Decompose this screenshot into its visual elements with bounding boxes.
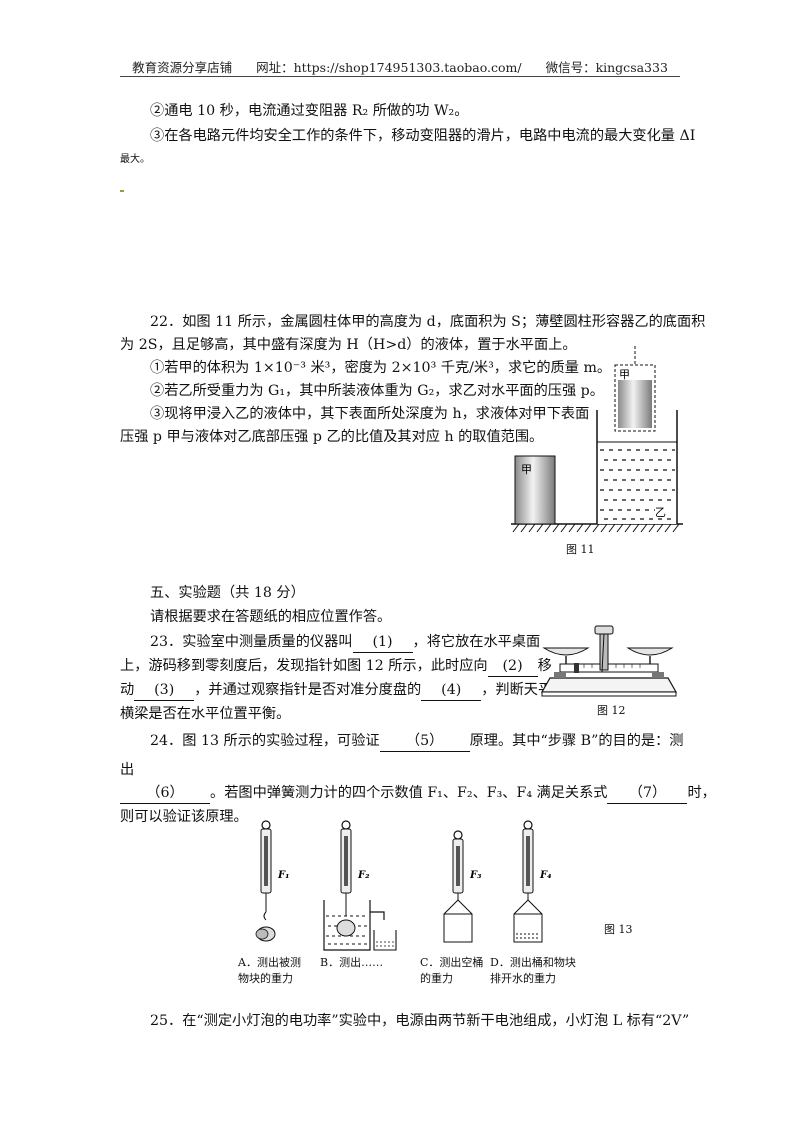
q22-line6: 压强 p 甲与液体对乙底部压强 p 乙的比值及其对应 h 的取值范围。 <box>120 429 544 445</box>
label-f4: F₄ <box>539 870 551 881</box>
ground-hatch <box>512 523 680 533</box>
label-jia: 甲 <box>521 463 532 476</box>
container-yi <box>596 410 678 524</box>
q24-line1: 24．图 13 所示的实验过程，可验证（5）原理。其中“步骤 B”的目的是：测 <box>150 731 683 752</box>
q23-line3: 动(3)，并通过观察指针是否对准分度盘的(4)，判断天平 <box>120 680 552 701</box>
figure-13-caption-b: B．测出…… <box>320 956 384 969</box>
q24-text1a: 24．图 13 所示的实验过程，可验证 <box>150 733 380 749</box>
cylinder-jia <box>514 455 556 525</box>
figure-13: F₁ F₂ F₃ <box>255 820 551 951</box>
caption-d-line2: 排开水的重力 <box>490 972 556 985</box>
right-screw <box>652 672 664 678</box>
overflow-cup <box>323 900 371 951</box>
q24-line2: （6）。若图中弹簧测力计的四个示数值 F₁、F₂、F₃、F₄ 满足关系式（7）时… <box>120 783 716 804</box>
q22-line5: ③现将甲浸入乙的液体中，其下表面所处深度为 h，求液体对甲下表面 <box>150 406 590 422</box>
caption-a-line1: A．测出被测 <box>238 956 301 969</box>
label-f2: F₂ <box>357 870 370 881</box>
small-beaker <box>373 930 397 951</box>
stray-mark <box>120 190 124 192</box>
balance-top <box>594 625 614 635</box>
q21-item3-cont: 最大。 <box>120 154 150 165</box>
q23-text2a: 上，游码移到零刻度后，发现指针如图 12 所示，此时应向 <box>120 658 488 674</box>
spring-scale-c <box>443 830 473 943</box>
liquid-dashes <box>600 449 675 520</box>
q22-line3: ①若甲的体积为 1×10⁻³ 米³，密度为 2×10³ 千克/米³，求它的质量 … <box>150 360 612 376</box>
q24-text2c: 时， <box>687 785 716 801</box>
label-f1: F₁ <box>277 870 289 881</box>
q24-text2b: 。若图中弹簧测力计的四个示数值 F₁、F₂、F₃、F₄ 满足关系式 <box>210 785 608 801</box>
q23-text3b: ，并通过观察指针是否对准分度盘的 <box>194 682 422 698</box>
q21-item2: ②通电 10 秒，电流通过变阻器 R₂ 所做的功 W₂。 <box>150 103 469 119</box>
q23-text2b: 移 <box>537 658 552 674</box>
q22-line1: 22．如图 11 所示，金属圆柱体甲的高度为 d，底面积为 S；薄壁圆柱形容器乙… <box>150 314 706 330</box>
caption-d-line1: D．测出桶和物块 <box>490 956 576 969</box>
figure-11: 甲 乙 甲 <box>511 346 683 533</box>
q23-text1a: 23．实验室中测量质量的仪器叫 <box>150 634 353 650</box>
blank-3: (3) <box>134 680 195 701</box>
balance-base <box>540 677 678 693</box>
q23-line2: 上，游码移到零刻度后，发现指针如图 12 所示，此时应向(2)移 <box>120 656 552 677</box>
label-f3: F₃ <box>469 870 482 881</box>
page-header: 教育资源分享店铺 网址：https://shop174951303.taobao… <box>0 57 800 76</box>
left-screw <box>554 672 566 678</box>
q23-text3a: 动 <box>120 682 135 698</box>
cylinder-jia-suspended <box>618 380 652 428</box>
blank-2: (2) <box>487 656 538 677</box>
header-rule <box>120 76 680 77</box>
balance-pointer <box>601 633 605 673</box>
blank-7: （7） <box>607 783 688 804</box>
q24-line3: 则可以验证该原理。 <box>120 809 248 825</box>
section5-title: 五、实验题（共 18 分） <box>150 585 305 601</box>
caption-a-line2: 物块的重力 <box>238 972 293 985</box>
rider <box>574 663 579 673</box>
figure-12 <box>540 625 678 697</box>
right-pan <box>626 647 674 656</box>
caption-c-line1: C．测出空桶 <box>420 956 484 969</box>
q25-line1: 25．在“测定小灯泡的电功率”实验中，电源由两节新干电池组成，小灯泡 L 标有“… <box>150 1013 690 1029</box>
blank-6: （6） <box>120 783 210 804</box>
blank-1: (1) <box>352 632 413 653</box>
left-pan <box>542 647 590 656</box>
label-jia-suspended: 甲 <box>619 368 630 381</box>
q24-text1b: 原理。其中“步骤 B”的目的是：测 <box>469 733 684 749</box>
label-yi: 乙 <box>655 506 666 519</box>
balance-beam <box>559 663 659 673</box>
q23-text3c: ，判断天平 <box>481 682 553 698</box>
q23-line4: 横梁是否在水平位置平衡。 <box>120 706 291 722</box>
q23-text1b: ，将它放在水平桌面 <box>412 634 541 650</box>
figure-13-caption-a: A．测出被测 物块的重力 <box>238 955 301 987</box>
balance-foot <box>541 691 677 697</box>
bucket-with-water <box>513 913 543 943</box>
figure-13-caption: 图 13 <box>604 923 633 936</box>
caption-c-line2: 的重力 <box>420 972 453 985</box>
q24-line2a: 出 <box>120 762 135 778</box>
liquid <box>597 445 677 524</box>
figure-13-caption-c: C．测出空桶 的重力 <box>420 955 483 987</box>
section5-instruction: 请根据要求在答题纸的相应位置作答。 <box>150 609 392 625</box>
empty-bucket <box>443 913 473 943</box>
blank-4: (4) <box>421 680 482 701</box>
blank-5: （5） <box>379 731 470 752</box>
q22-line2: 为 2S，且足够高，其中盛有深度为 H（H>d）的液体，置于水平面上。 <box>120 337 577 353</box>
figure-13-caption-d: D．测出桶和物块 排开水的重力 <box>490 955 576 987</box>
q23-line1: 23．实验室中测量质量的仪器叫(1)，将它放在水平桌面 <box>150 632 540 653</box>
q21-item3: ③在各电路元件均安全工作的条件下，移动变阻器的滑片，电路中电流的最大变化量 ΔI <box>150 128 696 144</box>
header-url[interactable]: 网址：https://shop174951303.taobao.com/ <box>256 60 522 75</box>
dashed-outline <box>614 364 656 432</box>
header-wechat: 微信号：kingcsa333 <box>545 60 668 75</box>
q22-line4: ②若乙所受重力为 G₁，其中所装液体重为 G₂，求乙对水平面的压强 p。 <box>150 383 604 399</box>
figure-12-caption: 图 12 <box>597 704 626 717</box>
spring-scale-d <box>513 820 543 943</box>
spring-scale-a <box>255 820 276 942</box>
spout <box>370 911 385 920</box>
spring-scale-b <box>323 820 397 951</box>
figure-11-caption: 图 11 <box>566 543 595 556</box>
header-shop: 教育资源分享店铺 <box>132 60 233 75</box>
